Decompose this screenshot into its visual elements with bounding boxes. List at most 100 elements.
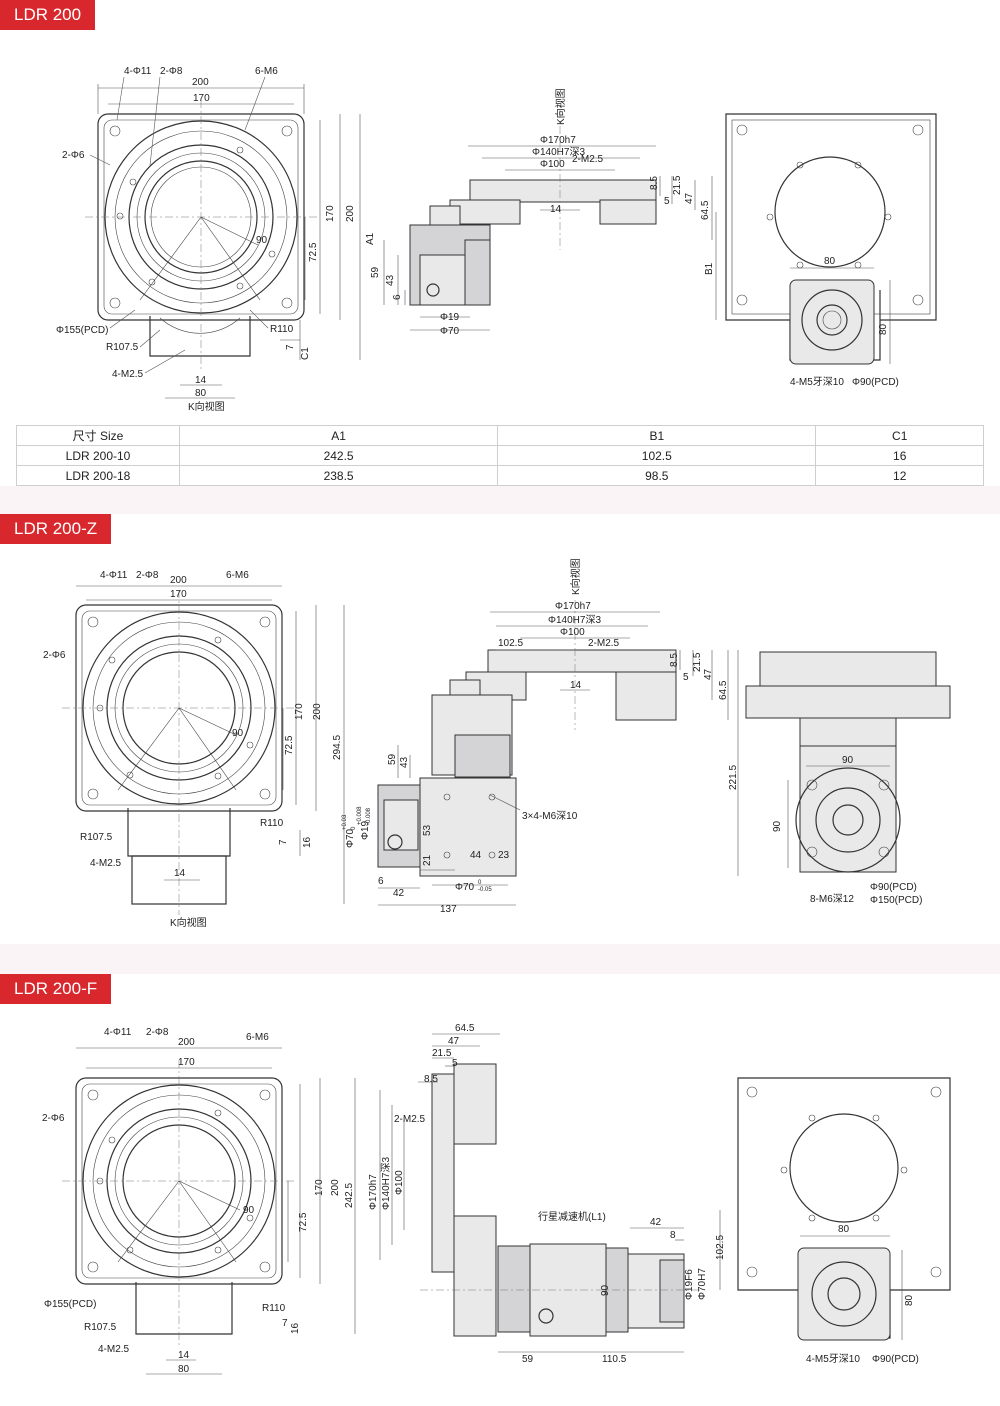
label-200-h-z: 200 — [312, 703, 323, 720]
rear-view-z: 90 90 Φ90(PCD) 8-M6深12 Φ150(PCD) — [745, 651, 951, 906]
label-k-view: K向视图 — [188, 400, 225, 413]
label-170-height: 170 — [325, 205, 336, 222]
label-110-5: 110.5 — [602, 1354, 627, 1365]
label-80-rear-f: 80 — [838, 1224, 850, 1235]
label-phi70-05: Φ70 0 -0.05 — [455, 880, 492, 893]
label-7-z: 7 — [278, 839, 289, 845]
label-200-f: 200 — [178, 1037, 195, 1048]
label-planetary: 行星减速机(L1) — [538, 1210, 606, 1223]
label-23: 23 — [498, 850, 510, 861]
label-8-5: 8.5 — [649, 176, 660, 190]
label-72-5: 72.5 — [308, 242, 319, 262]
label-phi170h7: Φ170h7 — [540, 135, 576, 146]
label-4-phi11: 4-Φ11 — [124, 66, 152, 77]
label-42: 42 — [393, 888, 405, 899]
section-title: LDR 200 — [0, 0, 96, 30]
table-cell: LDR 200-10 — [16, 445, 180, 466]
table-cell: 102.5 — [497, 445, 817, 466]
label-47-z: 47 — [703, 668, 714, 680]
table-cell: 12 — [815, 465, 984, 486]
label-4-m25: 4-M2.5 — [112, 369, 144, 380]
tolerance-high: +0.008 — [357, 806, 363, 825]
label-137: 137 — [440, 904, 457, 915]
label-2-m25-z: 2-M2.5 — [588, 638, 620, 649]
label-21-5-f: 21.5 — [432, 1048, 452, 1059]
label-64-5: 64.5 — [700, 200, 711, 220]
label-102-5-z: 102.5 — [498, 638, 523, 649]
label-k-view-z: K向视图 — [170, 916, 207, 929]
section-title: LDR 200-Z — [0, 514, 112, 544]
table-cell: 98.5 — [497, 465, 817, 486]
label-2-m25: 2-M2.5 — [572, 154, 604, 165]
label-47-f: 47 — [448, 1036, 460, 1047]
label-2-phi6-f: 2-Φ6 — [42, 1113, 65, 1124]
label-pcd155-f: Φ155(PCD) — [44, 1299, 96, 1310]
label-294-5: 294.5 — [332, 735, 343, 760]
label-2-phi8-f: 2-Φ8 — [146, 1027, 169, 1038]
label-14-z: 14 — [174, 868, 186, 879]
label-phi70z: Φ70 — [345, 828, 356, 848]
table-cell: 242.5 — [178, 445, 499, 466]
rear-view-f: 80 80 4-M5牙深10 Φ90(PCD) — [737, 1077, 951, 1365]
label-phi100-z: Φ100 — [560, 627, 585, 638]
table-header: B1 — [497, 425, 817, 446]
label-170-h-z: 170 — [294, 703, 305, 720]
label-r110: R110 — [270, 324, 294, 335]
label-64-5-z: 64.5 — [718, 680, 729, 700]
label-47: 47 — [684, 192, 695, 204]
label-80-rear: 80 — [824, 256, 836, 267]
label-c1: C1 — [300, 347, 311, 360]
label-r110-f: R110 — [262, 1303, 286, 1314]
label-42-f: 42 — [650, 1217, 662, 1228]
label-64-5-f: 64.5 — [455, 1023, 475, 1034]
label-r107-f: R107.5 — [84, 1322, 117, 1333]
label-phi170h7-f: Φ170h7 — [368, 1174, 379, 1210]
label-7-f: 7 — [282, 1318, 288, 1329]
label-5-f: 5 — [452, 1058, 458, 1069]
label-14-side: 14 — [550, 204, 562, 215]
label-pcd90-z: Φ90(PCD) — [870, 882, 917, 893]
label-phi70-05-val: Φ70 — [455, 882, 475, 893]
label-7: 7 — [285, 344, 296, 350]
section-title: LDR 200-F — [0, 974, 112, 1004]
table-header: 尺寸 Size — [16, 425, 180, 446]
label-phi70z-tol: Φ70 +0.03 0 — [342, 814, 357, 848]
label-5-z: 5 — [683, 672, 689, 683]
tolerance-high: +0.03 — [342, 814, 348, 830]
label-phi100: Φ100 — [540, 159, 565, 170]
label-r107: R107.5 — [106, 342, 139, 353]
label-phi100-f: Φ100 — [394, 1170, 405, 1195]
table-header-row: 尺寸 Size A1 B1 C1 — [16, 425, 984, 446]
tolerance-low: -0.05 — [478, 887, 492, 893]
front-view-z: 4-Φ11 2-Φ8 200 6-M6 170 2-Φ6 90 72.5 170… — [43, 570, 345, 929]
label-phi19z-tol: Φ19 +0.008 -0.008 — [357, 806, 372, 840]
label-90-f: 90 — [243, 1205, 255, 1216]
label-90-z: 90 — [232, 728, 244, 739]
label-53: 53 — [422, 824, 433, 836]
label-170-f: 170 — [178, 1057, 195, 1068]
table-cell: 16 — [815, 445, 984, 466]
label-6-m6: 6-M6 — [255, 66, 278, 77]
label-2-phi6-z: 2-Φ6 — [43, 650, 66, 661]
side-view-f: 64.5 47 21.5 5 8.5 2-M2.5 Φ170h7 Φ140H7深… — [368, 1023, 726, 1365]
label-phi19: Φ19 — [440, 312, 460, 323]
table-header: C1 — [815, 425, 984, 446]
label-16: 16 — [302, 836, 313, 848]
label-80-rear-v: 80 — [878, 323, 889, 335]
label-242-5-f: 242.5 — [344, 1183, 355, 1208]
front-view: 4-Φ11 2-Φ8 200 6-M6 170 2-Φ6 90 72.5 170… — [56, 66, 376, 413]
label-3x4-m6: 3×4-M6深10 — [522, 810, 578, 822]
label-8-5-z: 8.5 — [669, 653, 680, 667]
ldr200z-drawing: 4-Φ11 2-Φ8 200 6-M6 170 2-Φ6 90 72.5 170… — [43, 558, 951, 929]
label-90-rear-zv: 90 — [772, 820, 783, 832]
label-2-phi6: 2-Φ6 — [62, 150, 85, 161]
label-b1: B1 — [704, 262, 715, 275]
label-2-m25-f: 2-M2.5 — [394, 1114, 426, 1125]
label-2-phi8: 2-Φ8 — [160, 66, 183, 77]
label-a1: A1 — [365, 232, 376, 245]
label-4-m5: 4-M5牙深10 — [790, 376, 844, 388]
label-44: 44 — [470, 850, 482, 861]
label-21: 21 — [422, 854, 433, 866]
label-4-m25-z: 4-M2.5 — [90, 858, 122, 869]
label-phi70: Φ70 — [440, 326, 460, 337]
